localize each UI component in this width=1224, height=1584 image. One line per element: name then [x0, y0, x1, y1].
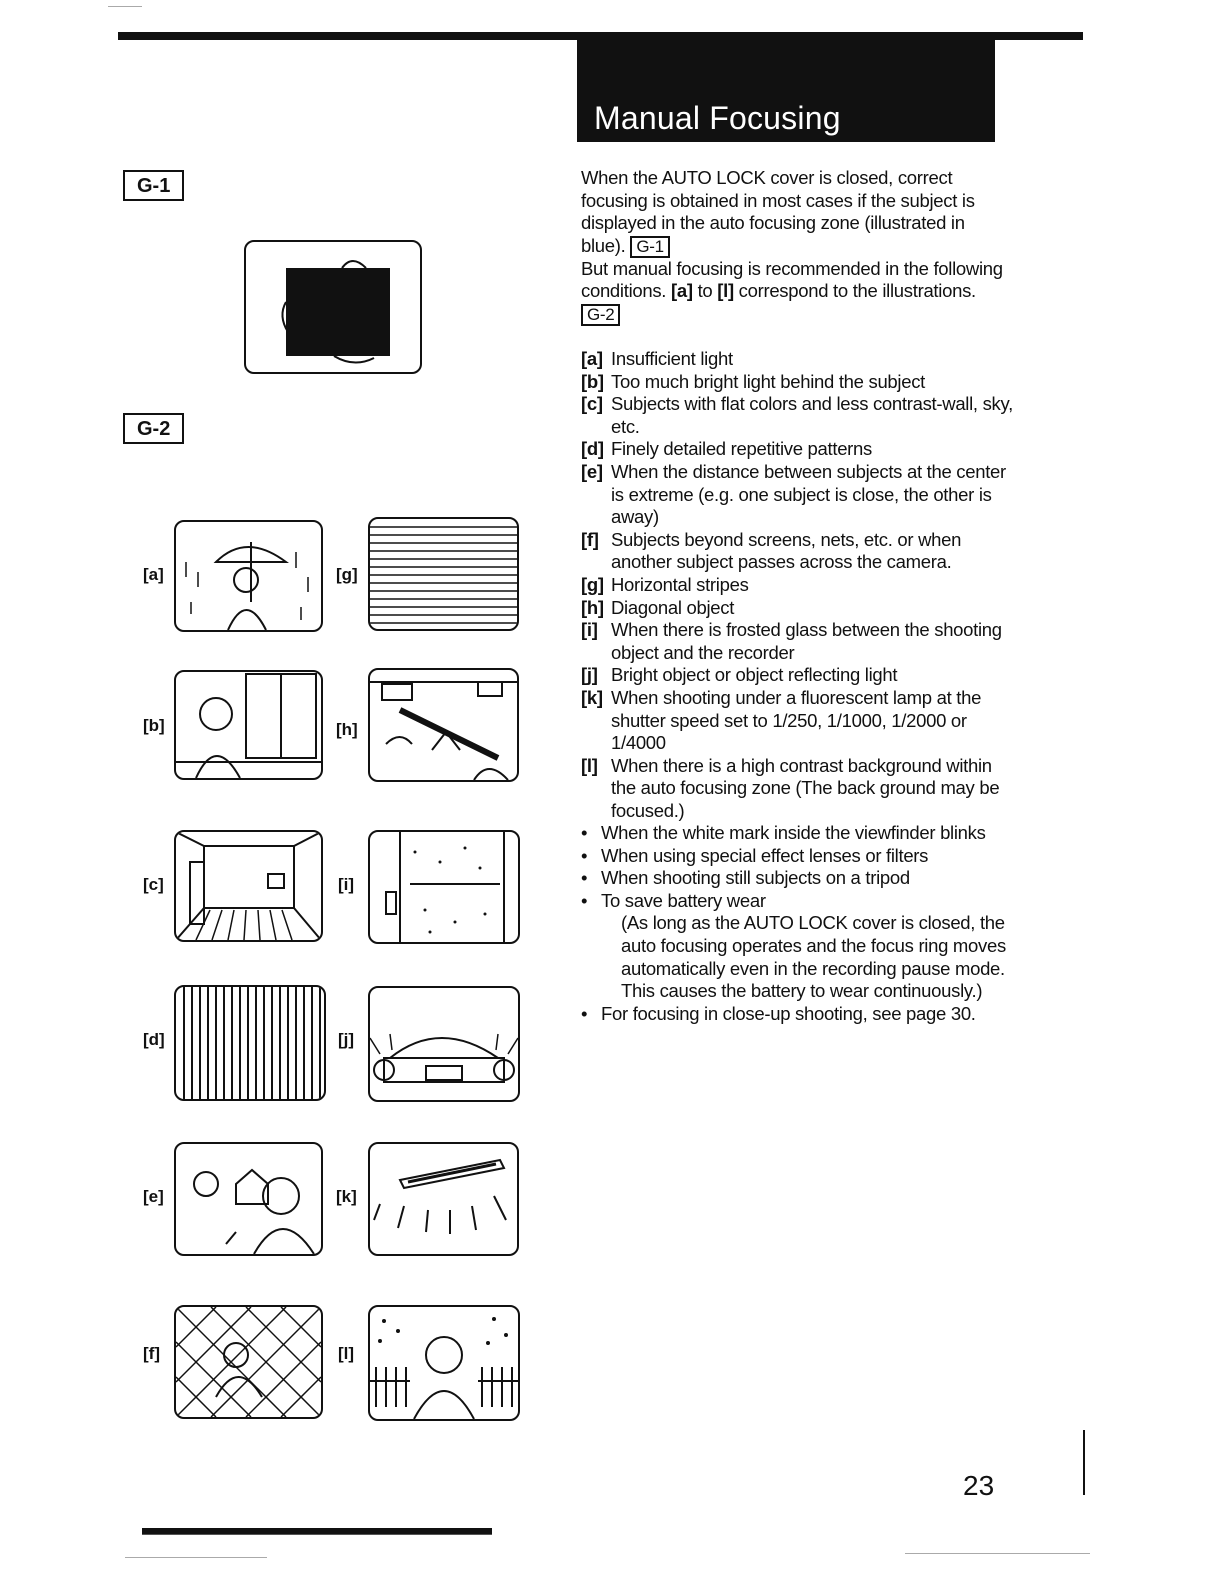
illustration-k-fluorescent-lamp [368, 1142, 519, 1256]
page-number: 23 [963, 1470, 995, 1501]
condition-item: [f]Subjects beyond screens, nets, etc. o… [581, 528, 962, 573]
condition-item: [b]Too much bright light behind the subj… [581, 370, 926, 392]
figure-label-g1: G-1 [123, 170, 185, 201]
illustration-e-near-and-far-subjects [174, 1142, 323, 1256]
condition-item: [l]When there is a high contrast backgro… [581, 754, 1000, 821]
condition-item: [i]When there is frosted glass between t… [581, 619, 1002, 663]
bullet-item: •When the white mark inside the viewfind… [581, 822, 986, 843]
illus-label-l: [l] [338, 1344, 355, 1363]
illustration-d-vertical-pattern [174, 985, 326, 1101]
condition-item: [d]Finely detailed repetitive patterns [581, 438, 872, 460]
illus-label-k: [k] [336, 1187, 357, 1206]
top-rule [118, 32, 1083, 40]
intro-paragraph-1: When the AUTO LOCK cover is closed, corr… [581, 167, 975, 258]
figure-label-g2: G-2 [123, 413, 185, 444]
illus-label-i: [i] [338, 875, 355, 894]
illustration-i-frosted-glass [368, 830, 520, 944]
condition-item: [j]Bright object or object reflecting li… [581, 664, 898, 686]
illus-label-f: [f] [143, 1344, 160, 1363]
bottom-rule-thin [142, 1534, 492, 1535]
condition-item: [h]Diagonal object [581, 596, 735, 618]
bullet-item: •When using special effect lenses or fil… [581, 844, 929, 866]
illus-label-b: [b] [143, 716, 165, 735]
illus-label-a: [a] [143, 565, 164, 584]
illustration-c-plain-room [174, 830, 323, 942]
inline-ref-g1: G-1 [630, 235, 670, 258]
condition-item: [a]Insufficient light [581, 348, 733, 369]
scan-artifact-line [108, 6, 142, 7]
illus-label-e: [e] [143, 1187, 164, 1206]
bullet-list: •When the white mark inside the viewfind… [581, 822, 1021, 1025]
illustration-g-horizontal-stripes [368, 517, 519, 631]
illustration-l-high-contrast-background [368, 1305, 520, 1421]
illus-label-g: [g] [336, 565, 358, 584]
intro-text: When the AUTO LOCK cover is closed, corr… [581, 167, 1011, 326]
scan-artifact-line [125, 1557, 267, 1558]
page-title: Manual Focusing [594, 100, 841, 136]
illus-label-d: [d] [143, 1030, 165, 1049]
illustration-a-umbrella-in-rain [174, 520, 323, 632]
illustration-f-subject-behind-net [174, 1305, 323, 1419]
bottom-rule [142, 1528, 492, 1534]
conditions-list: [a]Insufficient light [b]Too much bright… [581, 348, 1021, 822]
condition-item: [k]When shooting under a fluorescent lam… [581, 686, 982, 754]
illustration-b-backlit-window [174, 670, 323, 780]
title-bar [577, 38, 995, 142]
battery-note: (As long as the AUTO LOCK cover is close… [621, 912, 1006, 1002]
scan-artifact-line [905, 1553, 1090, 1554]
g1-viewfinder-illustration [244, 240, 422, 374]
illustration-j-car-headlights [368, 986, 520, 1102]
side-margin-mark [1083, 1430, 1085, 1495]
intro-paragraph-2: But manual focusing is recommended in th… [581, 257, 1003, 326]
illus-label-h: [h] [336, 720, 358, 739]
condition-item: [g]Horizontal stripes [581, 573, 749, 595]
condition-item: [e]When the distance between subjects at… [581, 460, 1006, 528]
inline-ref-g2: G-2 [581, 303, 621, 326]
bullet-item: •For focusing in close-up shooting, see … [581, 1002, 976, 1024]
bullet-item: •To save battery wear(As long as the AUT… [581, 890, 1021, 1003]
illus-label-c: [c] [143, 875, 164, 894]
illus-label-j: [j] [338, 1030, 355, 1049]
bullet-item: •When shooting still subjects on a tripo… [581, 867, 910, 889]
condition-item: [c]Subjects with flat colors and less co… [581, 393, 1013, 437]
illustration-h-diagonal-seesaw [368, 668, 519, 782]
